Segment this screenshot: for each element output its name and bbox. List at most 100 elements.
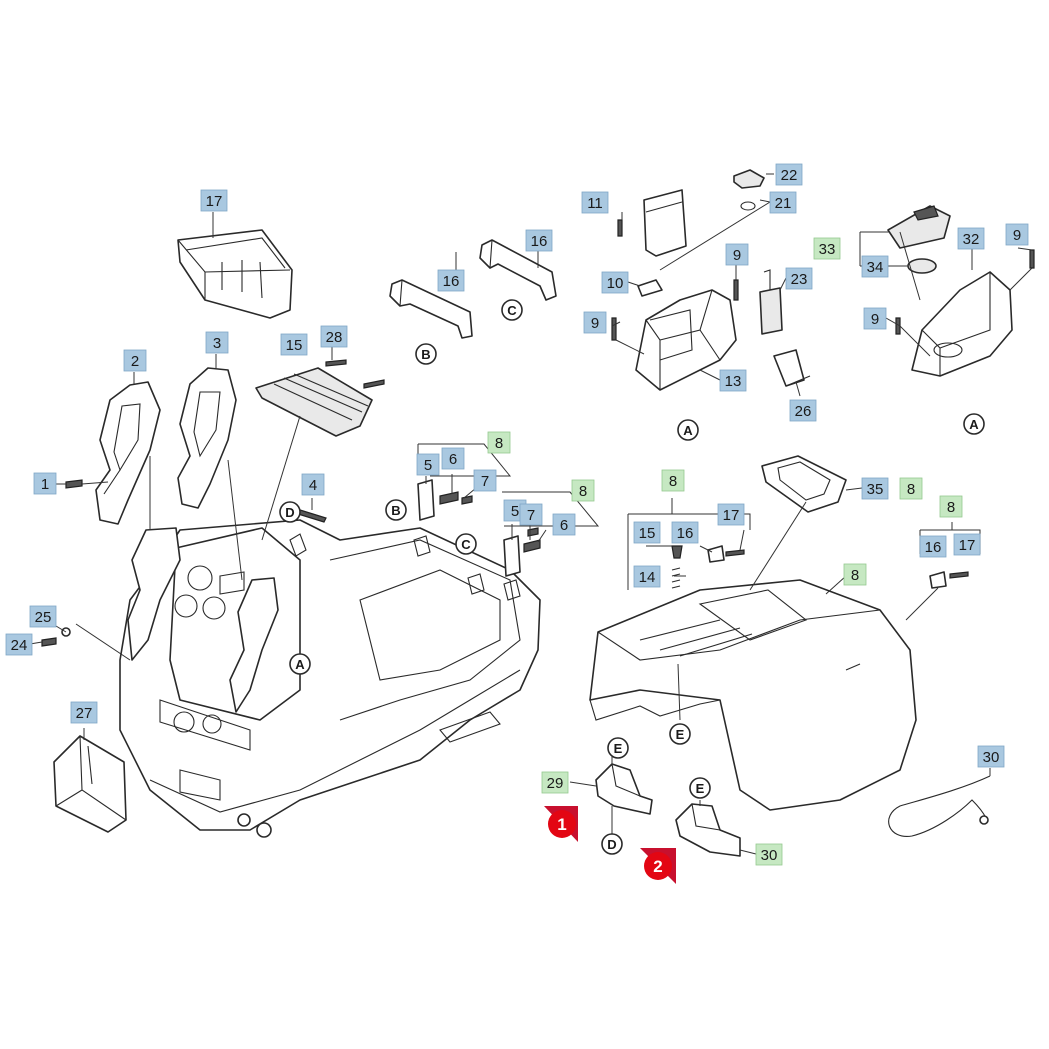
- svg-text:8: 8: [579, 483, 587, 500]
- svg-text:30: 30: [761, 847, 778, 864]
- label-part-6-upper: 6: [441, 447, 465, 470]
- bracket-23: [773, 349, 811, 387]
- ref-letter-B-bracket: B: [415, 343, 437, 365]
- svg-text:15: 15: [286, 337, 303, 354]
- spring-14: [671, 567, 681, 589]
- label-part-17-left: 17: [717, 503, 745, 526]
- svg-text:32: 32: [963, 231, 980, 248]
- label-part-8-b: 8: [571, 479, 595, 502]
- svg-text:4: 4: [309, 477, 317, 494]
- base-unit: [119, 519, 541, 838]
- svg-text:B: B: [391, 503, 400, 518]
- label-part-19: 25: [29, 605, 57, 628]
- label-part-17-right: 17: [953, 533, 981, 556]
- svg-text:E: E: [614, 741, 623, 756]
- svg-text:27: 27: [76, 705, 93, 722]
- label-part-23: 26: [789, 399, 817, 422]
- label-part-16-right: 16: [919, 535, 947, 558]
- svg-text:35: 35: [867, 481, 884, 498]
- svg-text:7: 7: [527, 507, 535, 524]
- svg-text:7: 7: [481, 473, 489, 490]
- svg-text:9: 9: [591, 315, 599, 332]
- clip-16-17-left: [707, 545, 745, 563]
- label-part-28: 28: [320, 325, 348, 348]
- clip-16-17-right: [929, 571, 969, 589]
- svg-text:22: 22: [781, 167, 798, 184]
- ref-letter-D-base: D: [279, 501, 301, 523]
- screw-15: [671, 545, 683, 559]
- label-part-6-lower: 6: [552, 513, 576, 536]
- label-part-1: 1: [33, 472, 57, 495]
- label-part-26: 16: [525, 229, 553, 252]
- label-part-11: 11: [581, 191, 609, 214]
- lid-25: [255, 367, 373, 437]
- handle-2: [95, 381, 161, 525]
- clip-10: [637, 279, 663, 297]
- label-part-15: 15: [633, 521, 661, 544]
- reference-letters: B C A A D B C A E E E D: [279, 299, 985, 855]
- battery-box-24: [53, 735, 127, 833]
- label-part-7-upper: 7: [473, 469, 497, 492]
- svg-text:9: 9: [871, 311, 879, 328]
- svg-text:6: 6: [449, 451, 457, 468]
- ref-letter-E-hood: E: [669, 723, 691, 745]
- o-ring-20: [740, 201, 756, 211]
- svg-text:17: 17: [723, 507, 740, 524]
- screws-9-right: [895, 249, 1035, 335]
- label-part-10: 10: [601, 271, 629, 294]
- svg-text:8: 8: [669, 473, 677, 490]
- label-part-5-upper: 5: [416, 453, 440, 476]
- ref-letter-A-base: A: [289, 653, 311, 675]
- svg-text:34: 34: [867, 259, 884, 276]
- svg-text:8: 8: [851, 567, 859, 584]
- svg-text:33: 33: [819, 241, 836, 258]
- label-part-8-d: 8: [899, 477, 923, 500]
- label-part-29: 17: [200, 189, 228, 212]
- label-part-32: 32: [957, 227, 985, 250]
- label-part-9-holder-left: 9: [583, 311, 607, 334]
- bracket-27: [389, 279, 473, 339]
- screws-9-holder: [611, 219, 739, 341]
- label-part-24: 27: [70, 701, 98, 724]
- screws-28: [325, 359, 385, 389]
- label-part-3: 3: [205, 331, 229, 354]
- hinge-30-variant-2: [675, 803, 741, 857]
- label-part-8-c: 8: [661, 469, 685, 492]
- svg-text:5: 5: [424, 457, 432, 474]
- svg-text:15: 15: [639, 525, 656, 542]
- label-part-13: 13: [719, 369, 747, 392]
- label-part-14: 14: [633, 565, 661, 588]
- ref-letter-D-hinge: D: [601, 833, 623, 855]
- label-part-20: 21: [769, 191, 797, 214]
- clip-set-lower: [503, 527, 541, 577]
- label-part-21: 22: [775, 163, 803, 186]
- svg-text:1: 1: [41, 476, 49, 493]
- label-part-18: 24: [5, 633, 33, 656]
- svg-text:1: 1: [557, 815, 566, 834]
- svg-text:8: 8: [495, 435, 503, 452]
- label-part-35: 35: [861, 477, 889, 500]
- svg-text:30: 30: [983, 749, 1000, 766]
- ref-letter-A-holder-32: A: [963, 413, 985, 435]
- holder-13: [635, 289, 737, 391]
- label-part-2: 2: [123, 349, 147, 372]
- svg-text:16: 16: [925, 539, 942, 556]
- bracket-26: [479, 239, 557, 301]
- holder-32: [911, 271, 1013, 377]
- svg-text:2: 2: [131, 353, 139, 370]
- ref-letter-E-hinge-1: E: [607, 737, 629, 759]
- leader-lines: [29, 173, 1033, 855]
- svg-text:3: 3: [213, 335, 221, 352]
- svg-text:9: 9: [733, 247, 741, 264]
- filter-22: [759, 269, 783, 335]
- svg-text:6: 6: [560, 517, 568, 534]
- plug-34: [907, 258, 937, 274]
- label-part-16-left: 16: [671, 521, 699, 544]
- label-part-8-a: 8: [487, 431, 511, 454]
- part-number-labels: 17 16 16 2 3 15 28 1 4 5 6 7 8 5 7 6 8 2…: [5, 163, 1029, 866]
- svg-text:8: 8: [947, 499, 955, 516]
- svg-text:E: E: [696, 781, 705, 796]
- svg-text:9: 9: [1013, 227, 1021, 244]
